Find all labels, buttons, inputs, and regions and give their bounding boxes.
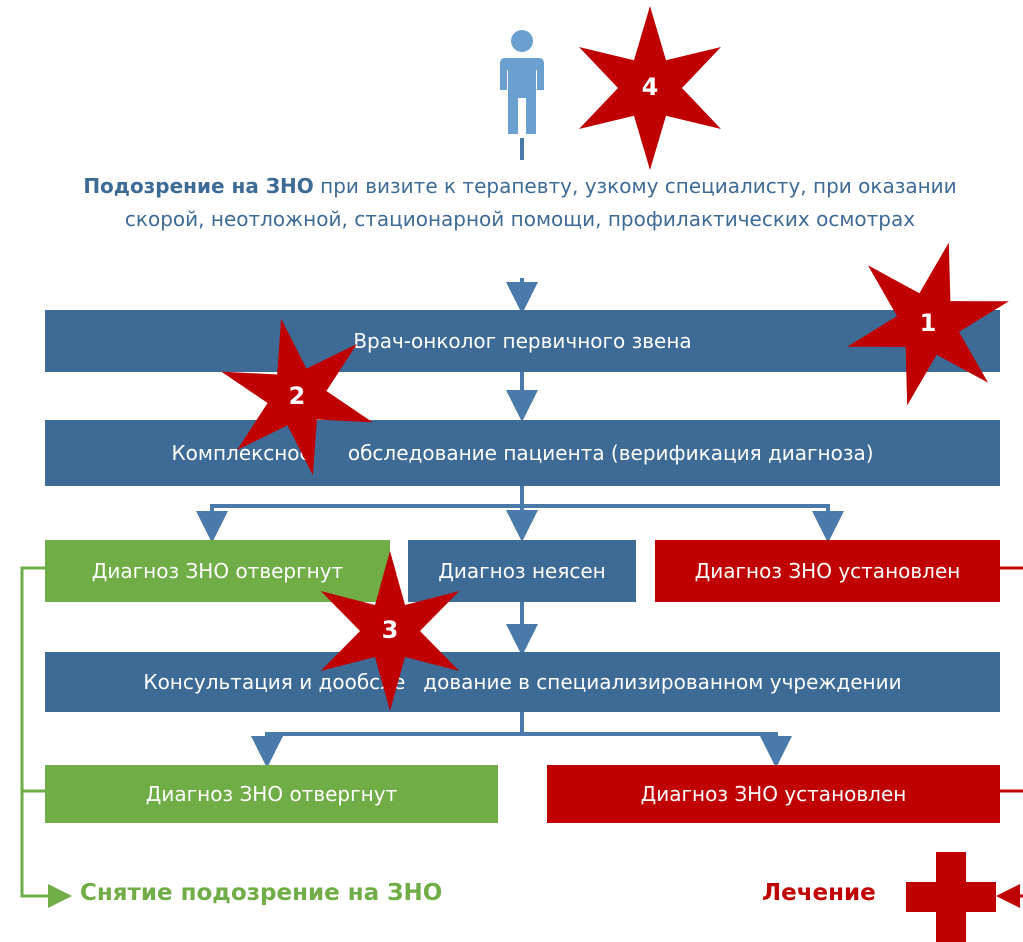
specialized-consult-label-left: Консультация и дообсле — [143, 670, 406, 694]
star-3-shape — [320, 551, 460, 711]
star-1-number: 1 — [919, 309, 937, 337]
specialized-consult-label-right: дование в специализированном учреждении — [423, 670, 902, 694]
star-2-number: 2 — [288, 382, 306, 410]
patient-exam-label-right: обследование пациента (верификация диагн… — [347, 441, 874, 465]
star-2-shape — [221, 318, 373, 476]
treatment-label: Лечение — [762, 880, 876, 906]
suspicion-text: Подозрение на ЗНО при визите к терапевту… — [60, 170, 980, 236]
suspicion-highlight: Подозрение на ЗНО — [83, 174, 314, 198]
diagnosis-established-label-2: Диагноз ЗНО установлен — [640, 782, 907, 806]
diagnosis-established-box-1: Диагноз ЗНО установлен — [655, 540, 1000, 602]
star-4-number: 4 — [641, 73, 659, 101]
green-bracket — [20, 566, 72, 908]
diagnosis-unclear-box: Диагноз неясен — [408, 540, 636, 602]
diagnosis-established-box-2: Диагноз ЗНО установлен — [547, 765, 1000, 823]
primary-oncologist-label: Врач-онколог первичного звена — [353, 329, 692, 353]
diagnosis-established-label-1: Диагноз ЗНО установлен — [694, 559, 961, 583]
patient-exam-box: Комплексное обследование пациента (вериф… — [45, 420, 1000, 486]
star-4-shape — [579, 6, 721, 170]
diagnosis-unclear-label: Диагноз неясен — [438, 559, 606, 583]
diagnosis-rejected-label-2: Диагноз ЗНО отвергнут — [145, 782, 398, 806]
star-3-number: 3 — [381, 616, 399, 644]
person-icon — [500, 30, 544, 134]
diagnosis-rejected-label-1: Диагноз ЗНО отвергнут — [91, 559, 344, 583]
primary-oncologist-box: Врач-онколог первичного звена — [45, 310, 1000, 372]
diagnosis-rejected-box-1: Диагноз ЗНО отвергнут — [45, 540, 390, 602]
suspicion-removed-label: Снятие подозрение на ЗНО — [80, 880, 443, 906]
medical-cross-icon — [906, 852, 996, 942]
diagnosis-rejected-box-2: Диагноз ЗНО отвергнут — [45, 765, 498, 823]
star-1-shape — [847, 242, 1009, 406]
specialized-consult-box: Консультация и дообсле дование в специал… — [45, 652, 1000, 712]
suspicion-detail: при визите к терапевту, узкому специалис… — [124, 174, 957, 231]
